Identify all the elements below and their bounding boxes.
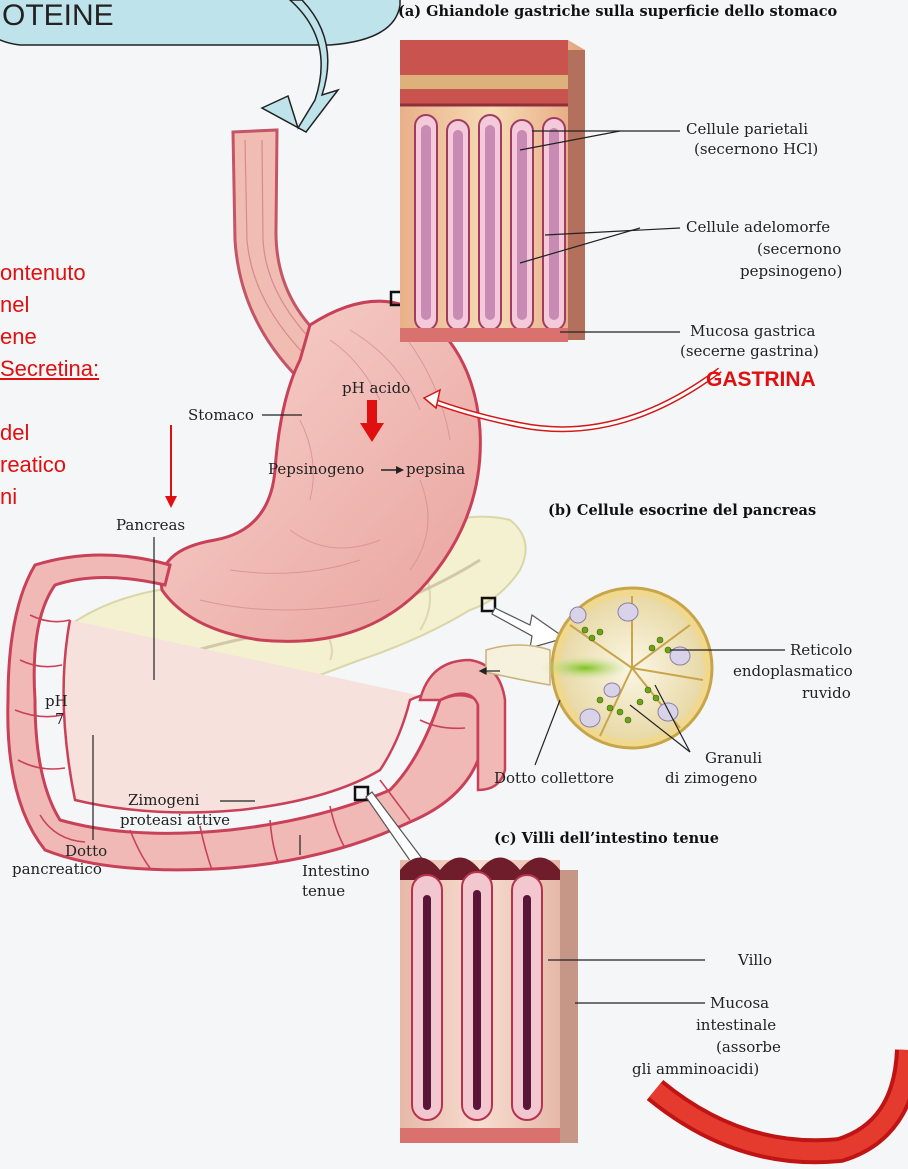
secretina-arrow [165, 425, 177, 508]
pepsina-label: pepsina [406, 460, 465, 478]
zoom-arrow-b [492, 608, 565, 648]
intestino-tenue-label-2: tenue [302, 882, 345, 900]
granuli-label-1: Granuli [705, 749, 762, 767]
panel-b-heading: (b) Cellule esocrine del pancreas [548, 502, 816, 519]
callout-text: OTEINE [2, 0, 114, 36]
ph-acido-label: pH acido [342, 379, 410, 397]
parietal-cells-sublabel: (secernono HCl) [694, 140, 818, 158]
chief-cells-sublabel-2: pepsinogeno) [740, 262, 842, 280]
chief-cells-label: Cellule adelomorfe [686, 218, 830, 236]
parietal-cells-label: Cellule parietali [686, 120, 808, 138]
panel-a-heading: (a) Ghiandole gastriche sulla superficie… [398, 3, 837, 20]
pepsinogeno-label: Pepsinogeno [268, 460, 364, 478]
pancreas-label: Pancreas [116, 516, 185, 534]
gastric-mucosa-label: Mucosa gastrica [690, 322, 815, 340]
panel-c-heading: (c) Villi dell’intestino tenue [494, 830, 719, 847]
side-line-2: nel [0, 290, 29, 319]
chief-cells-sublabel-1: (secernono [757, 240, 841, 258]
side-line-8: ni [0, 482, 17, 511]
intestino-tenue-label-1: Intestino [302, 862, 370, 880]
dotto-pancreatico-label-2: pancreatico [12, 860, 102, 878]
gastric-tissue-block [400, 40, 585, 342]
stomaco-label: Stomaco [188, 406, 254, 424]
dotto-pancreatico-label-1: Dotto [65, 842, 107, 860]
reticolo-label-3: ruvido [802, 684, 851, 702]
intestinal-villi-block [400, 858, 578, 1144]
zimogeni-label: Zimogeni [128, 791, 199, 809]
ph7-label-line1: pH [45, 692, 68, 710]
intestinal-mucosa-label-1: Mucosa [710, 994, 769, 1012]
side-line-1: ontenuto [0, 258, 86, 287]
pancreatic-acinus [486, 588, 712, 748]
ph7-label-line2: 7 [55, 710, 65, 728]
intestinal-mucosa-label-4: gli amminoacidi) [632, 1060, 759, 1078]
reticolo-label-1: Reticolo [790, 641, 852, 659]
granuli-label-2: di zimogeno [665, 769, 757, 787]
intestinal-mucosa-label-2: intestinale [696, 1016, 776, 1034]
side-line-4: Secretina: [0, 354, 99, 383]
side-line-6: del [0, 418, 29, 447]
intestinal-mucosa-label-3: (assorbe [716, 1038, 781, 1056]
villo-label: Villo [738, 951, 772, 969]
side-line-3: ene [0, 322, 37, 351]
dotto-collettore-label: Dotto collettore [494, 769, 614, 787]
side-line-7: reatico [0, 450, 66, 479]
proteasi-label: proteasi attive [120, 811, 230, 829]
gastric-mucosa-sublabel: (secerne gastrina) [680, 342, 819, 360]
reticolo-label-2: endoplasmatico [733, 662, 853, 680]
gastrina-label: GASTRINA [706, 366, 816, 394]
